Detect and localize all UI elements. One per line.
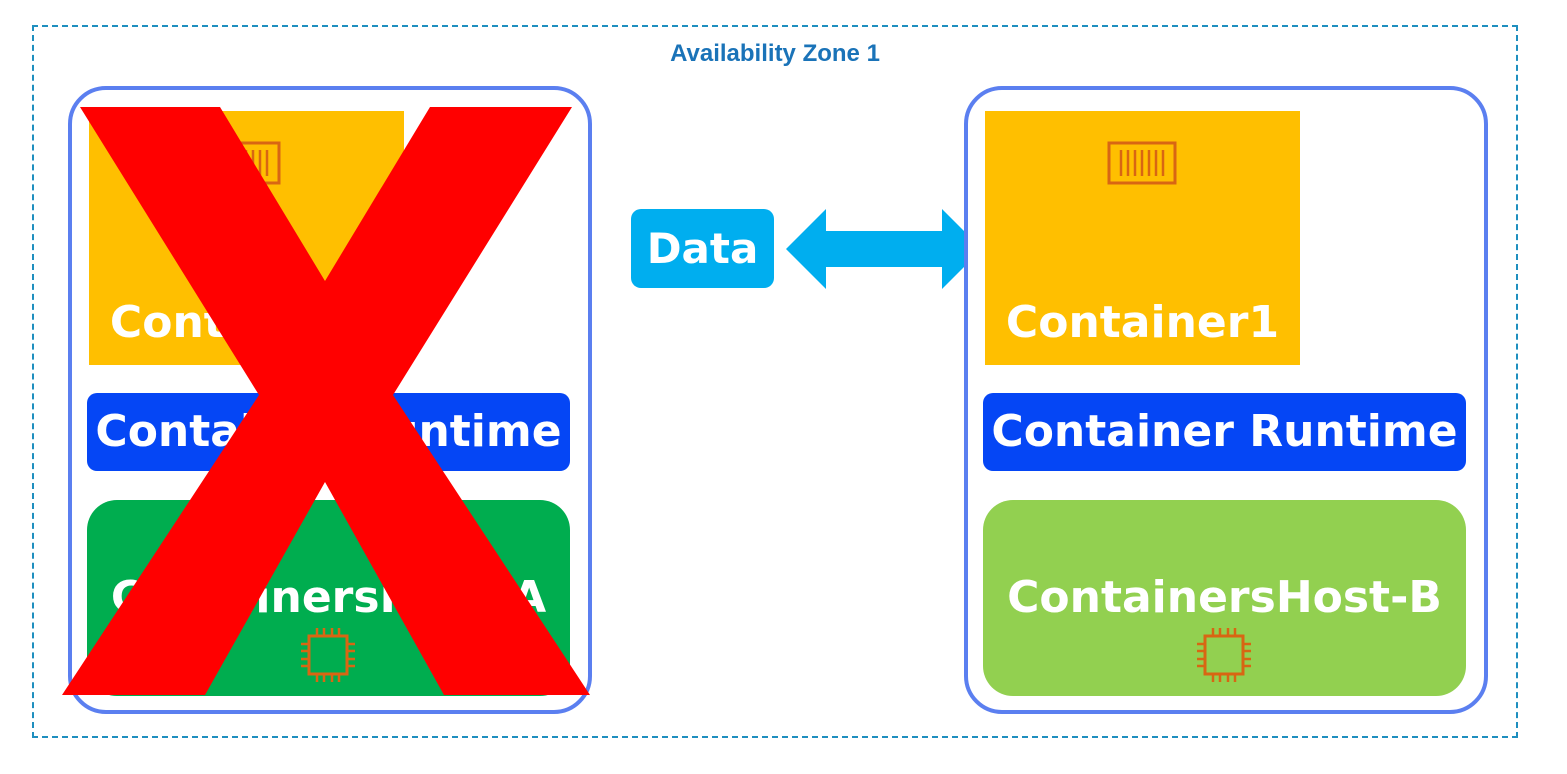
container-icon	[1107, 141, 1177, 185]
x-mark-icon	[62, 107, 590, 695]
container-runtime-right: Container Runtime	[983, 393, 1466, 471]
double-arrow-icon	[786, 209, 982, 289]
container-label-right: Container1	[1005, 297, 1280, 348]
containers-host-right: ContainersHost-B	[983, 500, 1466, 696]
ec2-instance-chip-icon	[1197, 628, 1251, 682]
ec2-instance-chip-icon	[301, 628, 355, 682]
container-box-right: Container1	[985, 111, 1300, 365]
host-label-right: ContainersHost-B	[1007, 572, 1442, 623]
data-badge: Data	[631, 209, 774, 288]
availability-zone-title: Availability Zone 1	[670, 40, 880, 67]
availability-zone-boundary	[32, 25, 1518, 738]
